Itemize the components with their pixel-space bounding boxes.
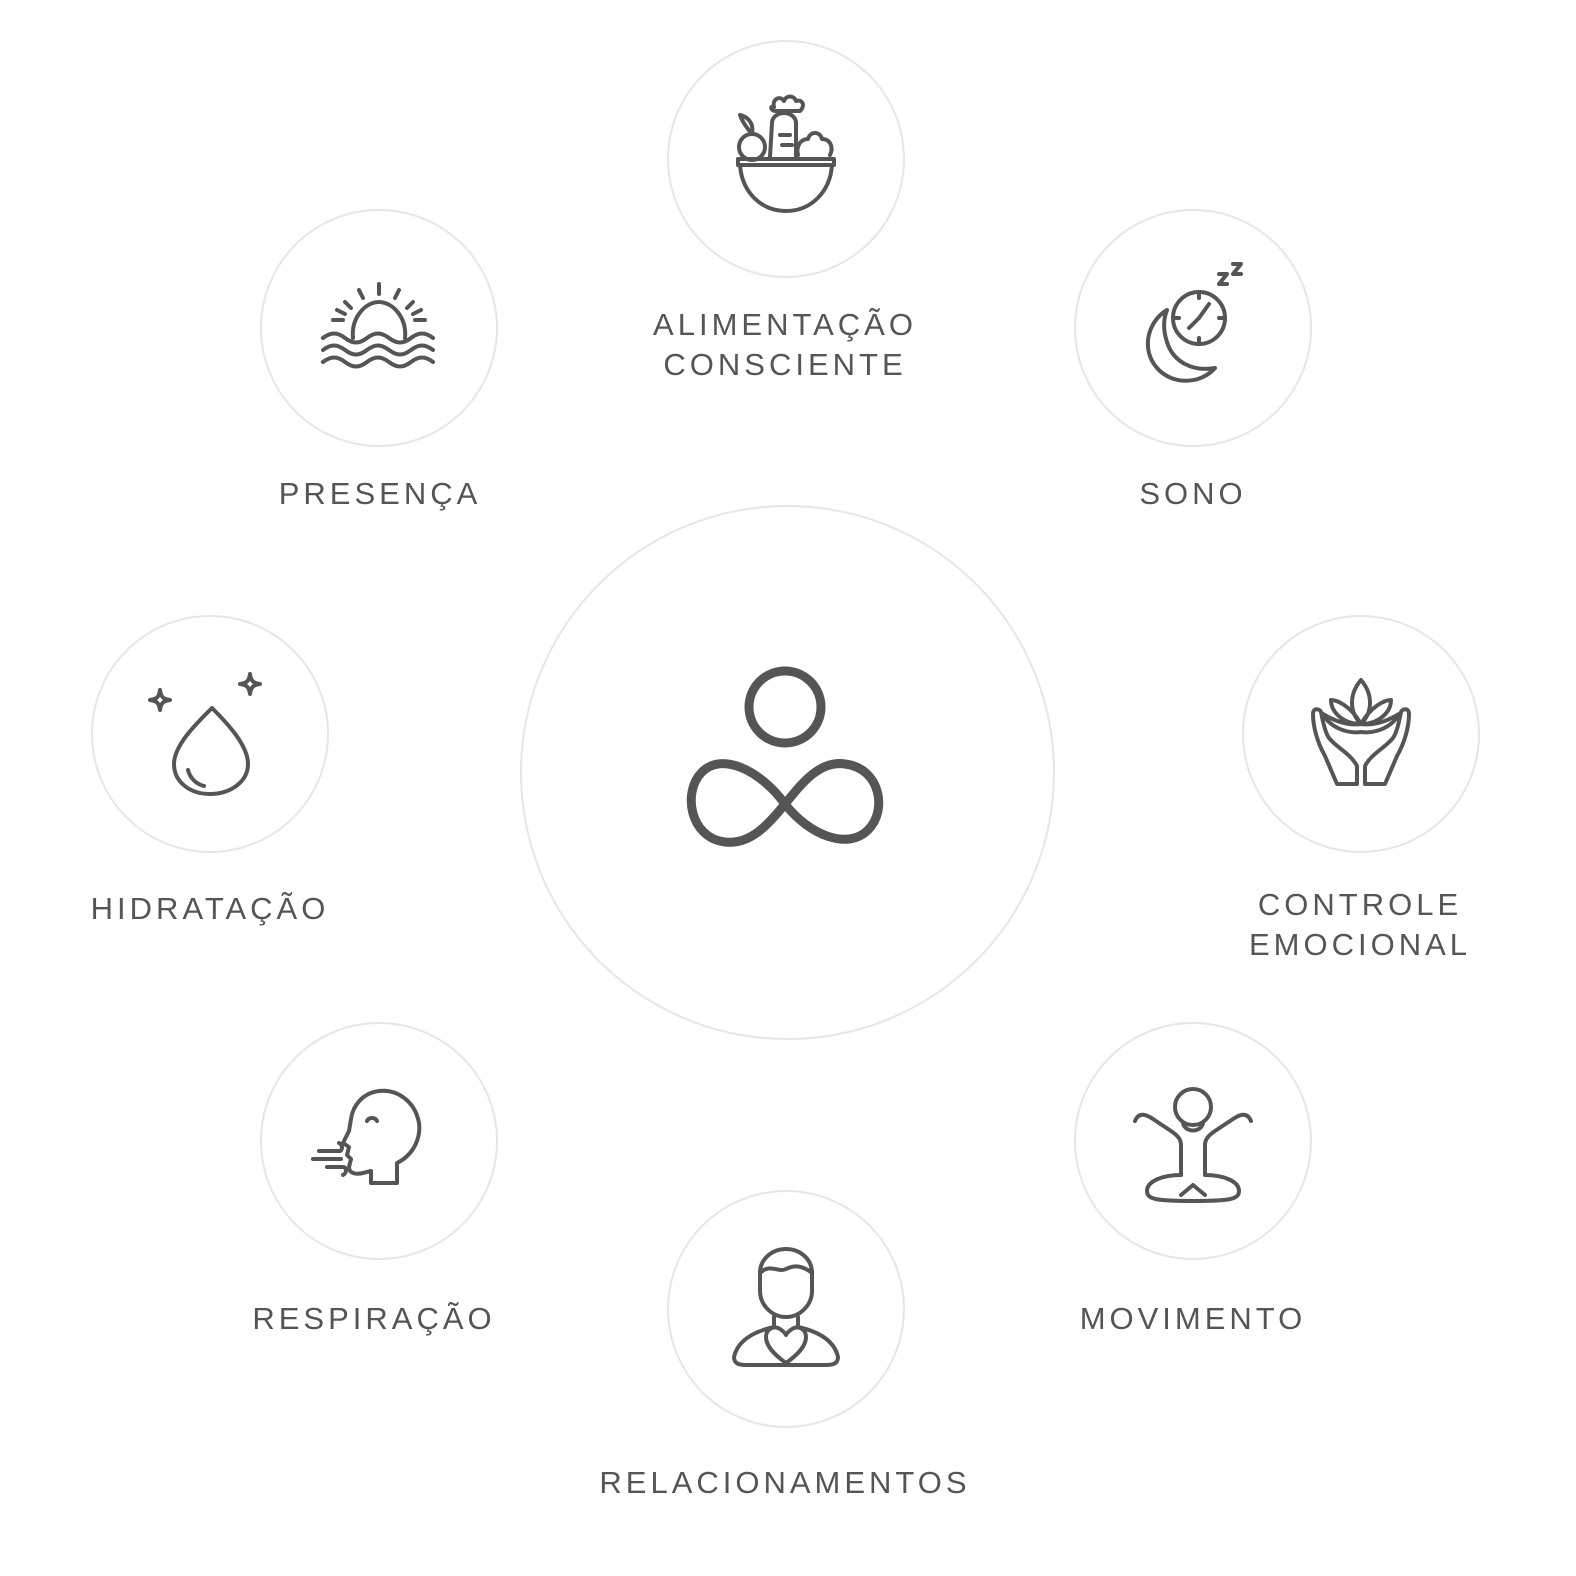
- node-controle: [1242, 615, 1480, 853]
- node-sono: [1074, 209, 1312, 447]
- label-relacionamentos: RELACIONAMENTOS: [599, 1465, 971, 1500]
- label-controle: CONTROLE EMOCIONAL: [1248, 887, 1472, 962]
- lotus-hands-icon: [1291, 664, 1431, 804]
- node-relacionamentos: [667, 1190, 905, 1428]
- infinity-person-logo-icon: [680, 660, 900, 860]
- label-sono: SONO: [1139, 476, 1247, 511]
- water-drop-sparkle-icon: [140, 664, 280, 804]
- label-hidratacao: HIDRATAÇÃO: [90, 891, 330, 926]
- label-respiracao: RESPIRAÇÃO: [252, 1301, 496, 1336]
- person-heart-icon: [716, 1239, 856, 1379]
- center-circle: [520, 505, 1055, 1040]
- food-bowl-icon: [716, 89, 856, 229]
- label-movimento: MOVIMENTO: [1079, 1301, 1307, 1336]
- label-alimentacao: ALIMENTAÇÃO CONSCIENTE: [653, 307, 917, 382]
- breathing-head-icon: [309, 1071, 449, 1211]
- node-respiracao: [260, 1022, 498, 1260]
- moon-clock-sleep-icon: [1123, 258, 1263, 398]
- node-presenca: [260, 209, 498, 447]
- yoga-person-icon: [1123, 1071, 1263, 1211]
- sunrise-waves-icon: [309, 258, 449, 398]
- node-movimento: [1074, 1022, 1312, 1260]
- label-presenca: PRESENÇA: [278, 476, 482, 511]
- node-hidratacao: [91, 615, 329, 853]
- node-alimentacao: [667, 40, 905, 278]
